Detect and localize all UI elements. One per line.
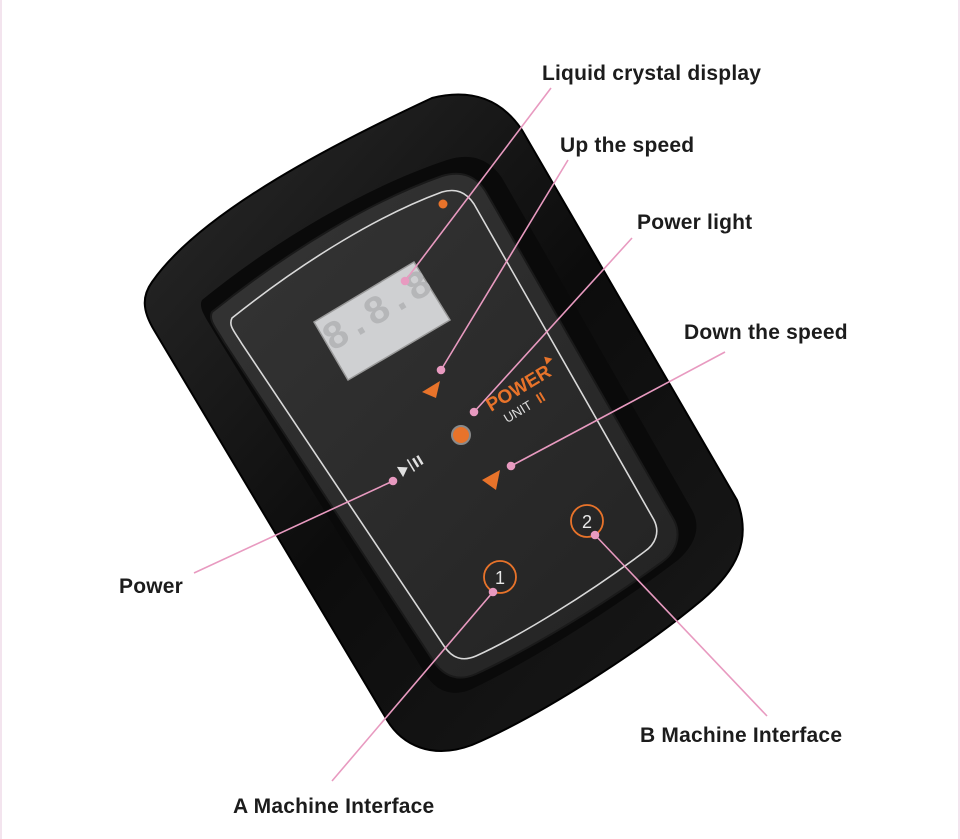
- power-light: [451, 425, 471, 445]
- leader-power: [193, 480, 394, 574]
- port-2[interactable]: 2: [570, 504, 604, 538]
- callout-liquid-crystal-display: Liquid crystal display: [542, 62, 762, 85]
- leader-power-dot: [388, 476, 398, 486]
- leader-down-dot: [506, 461, 516, 471]
- port-1[interactable]: 1: [483, 560, 517, 594]
- leader-down: [510, 351, 726, 467]
- leader-light-dot: [469, 407, 479, 417]
- leader-b-dot: [590, 530, 600, 540]
- leader-lcd-dot: [400, 276, 410, 286]
- triangle-down-icon[interactable]: [482, 470, 500, 490]
- callout-a-machine-interface: A Machine Interface: [233, 795, 435, 818]
- port-1-label: 1: [495, 568, 505, 588]
- leader-up: [440, 159, 569, 371]
- callout-b-machine-interface: B Machine Interface: [640, 724, 843, 747]
- faceplate: [210, 172, 679, 679]
- callout-power-light: Power light: [637, 211, 753, 234]
- leader-a-dot: [488, 587, 498, 597]
- triangle-up-icon[interactable]: [422, 381, 440, 398]
- leader-lines: [193, 87, 768, 782]
- brand-arrow-icon: [544, 356, 553, 365]
- leader-up-dot: [436, 365, 446, 375]
- power-light-dot: [438, 199, 448, 209]
- leader-lcd: [404, 87, 552, 282]
- callout-down-the-speed: Down the speed: [684, 321, 848, 344]
- port-2-label: 2: [582, 512, 592, 532]
- play-pause-icon[interactable]: [396, 453, 424, 478]
- leader-a: [331, 591, 494, 782]
- callout-power: Power: [119, 575, 184, 598]
- callout-up-the-speed: Up the speed: [560, 134, 695, 157]
- leader-b: [594, 534, 768, 717]
- leader-light: [473, 237, 633, 413]
